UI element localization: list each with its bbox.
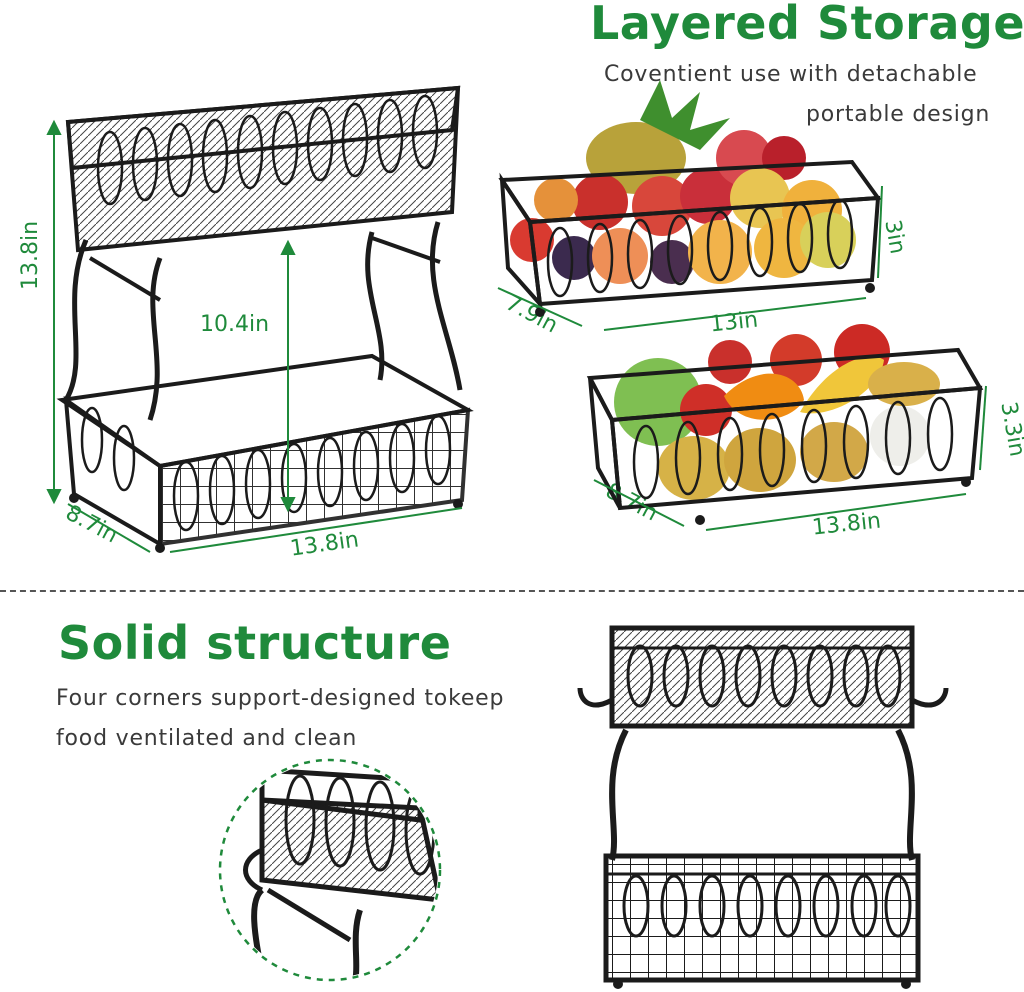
- solid-structure-subtitle-line1: Four corners support-designed tokeep: [56, 686, 505, 711]
- shelf-gap-label: 10.4in: [200, 312, 270, 337]
- solid-structure-title: Solid structure: [58, 616, 452, 670]
- two-tier-rack: [56, 85, 474, 553]
- layered-storage-subtitle-line1: Coventient use with detachable: [604, 62, 978, 87]
- fruit-basket: [498, 80, 882, 317]
- vegetable-basket: [586, 324, 984, 525]
- layered-storage-subtitle-line2: portable design: [806, 102, 991, 127]
- section-divider: [0, 590, 1024, 592]
- vegetable-basket-dimension-lines: [593, 385, 987, 531]
- solid-structure-subtitle-line2: food ventilated and clean: [56, 726, 358, 751]
- layered-storage-title: Layered Storage: [590, 0, 1024, 50]
- fruit-basket-dimension-lines: [497, 185, 883, 331]
- rack-dimension-lines: [46, 119, 463, 553]
- corner-detail-zoom: [218, 758, 442, 982]
- rack-front-view: [577, 625, 949, 989]
